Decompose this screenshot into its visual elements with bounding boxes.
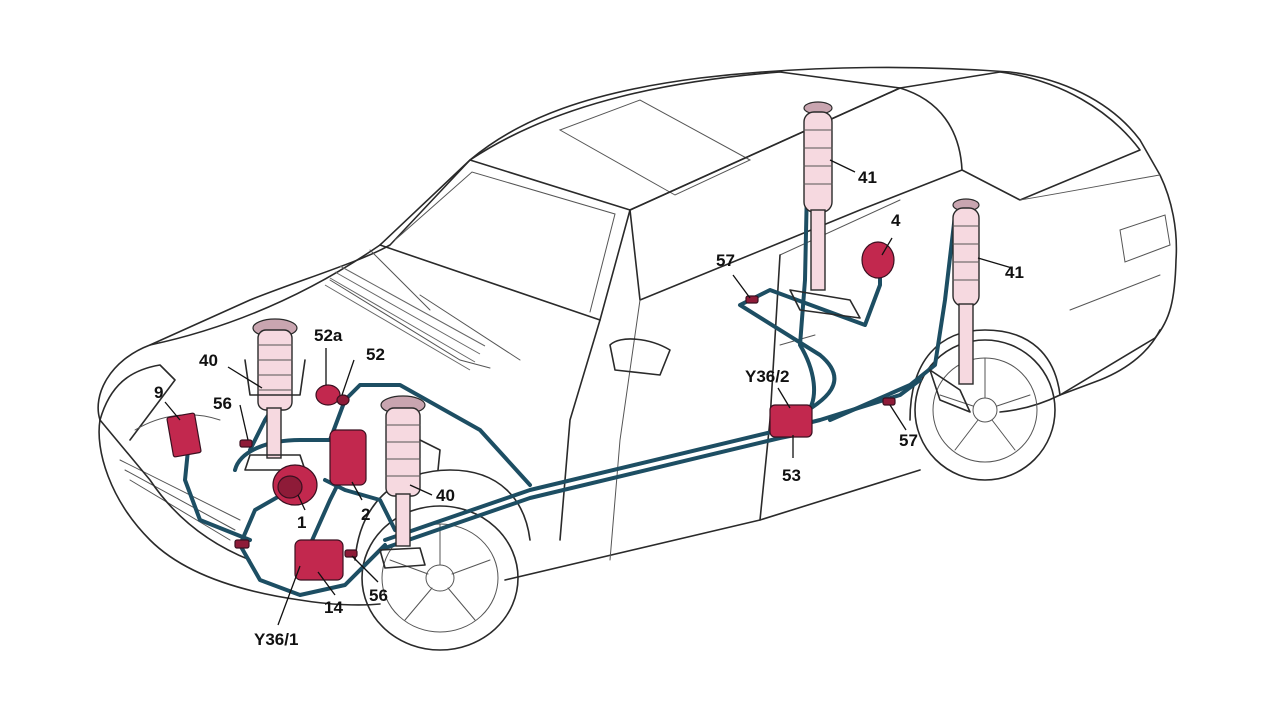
callout-labels: 1 2 4 9 14 40 40 41 41 52 52a 53 56 56 5… [154, 168, 1024, 649]
air-line-front-lower [238, 543, 387, 597]
label-40-front-left: 40 [199, 351, 218, 370]
label-57-left: 57 [716, 251, 735, 270]
label-9: 9 [154, 383, 163, 402]
sensor-52 [336, 394, 350, 406]
connector-57-right [882, 397, 896, 406]
valve-block-y36-2 [769, 404, 813, 438]
components [166, 241, 896, 581]
connector-56-left [239, 439, 253, 448]
air-line-rear-right-strut [828, 213, 957, 422]
label-41-rear-right: 41 [1005, 263, 1024, 282]
air-line-compressor [238, 478, 397, 547]
label-57-right: 57 [899, 431, 918, 450]
label-1: 1 [297, 513, 306, 532]
rear-right-strut [929, 198, 980, 413]
label-52: 52 [366, 345, 385, 364]
pressure-reservoir-4 [861, 241, 895, 279]
label-56-left: 56 [213, 394, 232, 413]
label-14: 14 [324, 598, 343, 617]
sensor-52a [315, 384, 341, 406]
connector-front-loop [234, 539, 250, 549]
label-52a: 52a [314, 326, 343, 345]
front-left-strut [244, 318, 306, 471]
rear-left-strut [789, 101, 861, 319]
label-2: 2 [361, 505, 370, 524]
air-line-rear-cross [738, 263, 882, 422]
leader-lines [164, 159, 1013, 626]
compressor-1-motor [277, 475, 303, 499]
valve-block-14 [294, 539, 344, 581]
air-line-front-upper [233, 383, 532, 487]
label-y36-1: Y36/1 [254, 630, 298, 649]
label-41-rear-left: 41 [858, 168, 877, 187]
label-y36-2: Y36/2 [745, 367, 789, 386]
connector-56-bottom [344, 549, 358, 558]
connector-57-left [745, 295, 759, 304]
front-right-strut [379, 395, 441, 569]
air-line-main [383, 378, 922, 542]
label-56-bottom: 56 [369, 586, 388, 605]
car-body-outline [97, 66, 1178, 651]
label-4: 4 [891, 211, 901, 230]
air-dryer-2 [329, 429, 367, 486]
label-53: 53 [782, 466, 801, 485]
control-unit-9 [166, 412, 202, 458]
label-40-front-right: 40 [436, 486, 455, 505]
